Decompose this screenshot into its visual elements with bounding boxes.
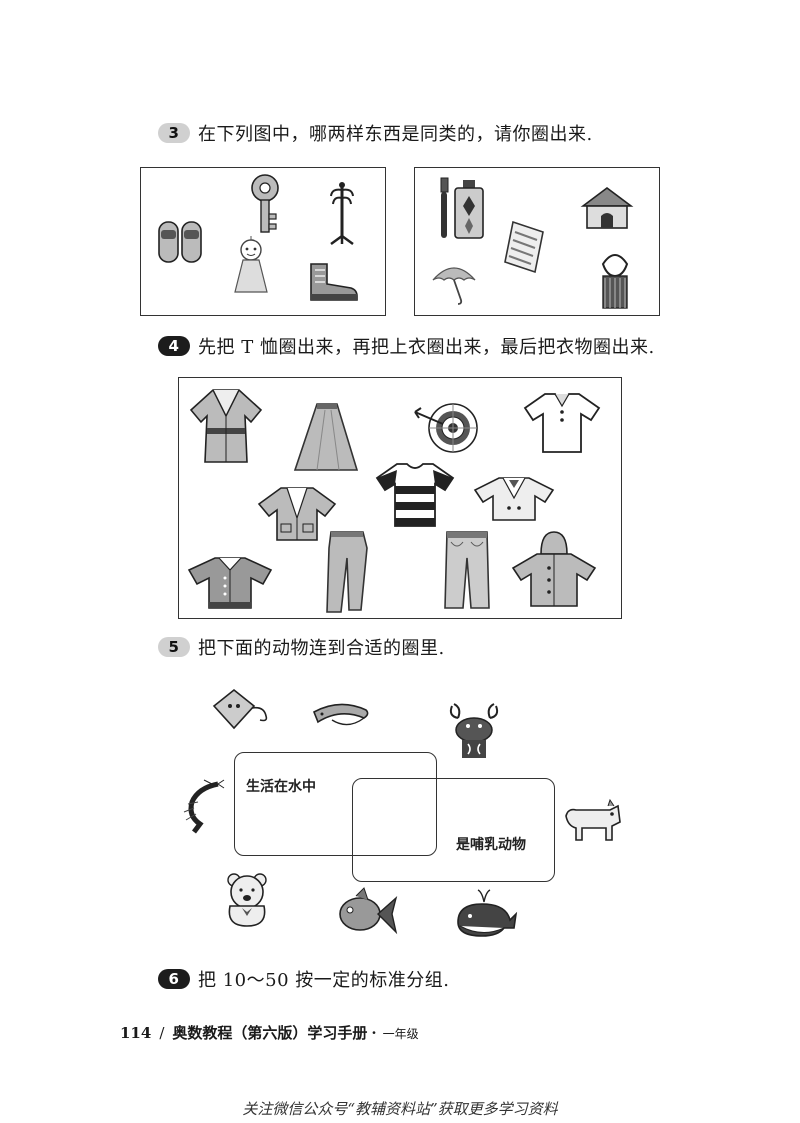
skirt-icon	[291, 402, 361, 474]
question-number-badge: 4	[158, 336, 190, 356]
tshirt-white-icon	[523, 390, 601, 456]
cardigan-icon	[257, 484, 337, 544]
wechat-notice: 关注微信公众号“教辅资料站”获取更多学习资料	[242, 1100, 558, 1118]
venn-water-label: 生活在水中	[246, 779, 316, 795]
key-icon	[247, 174, 283, 236]
newspaper-icon	[503, 218, 547, 274]
question-3: 3 在下列图中，哪两样东西是同类的，请你圈出来.	[158, 120, 593, 146]
venn-mammal-label: 是哺乳动物	[456, 837, 526, 853]
crab-icon	[446, 700, 502, 760]
question-number-badge: 3	[158, 123, 190, 143]
flared-pants-icon	[317, 528, 377, 614]
toothbrush-icon	[437, 177, 451, 240]
sunny-doll-icon	[231, 236, 271, 296]
eel-icon	[312, 700, 370, 734]
question-4: 4 先把 T 恤圈出来，再把上衣圈出来，最后把衣物圈出来.	[158, 333, 655, 359]
footer-divider: /	[159, 1024, 165, 1042]
question-6: 6 把 10～50 按一定的标准分组.	[158, 966, 449, 992]
shrimp-icon	[178, 778, 226, 836]
dartboard-icon	[413, 398, 485, 454]
striped-polo-icon	[375, 460, 455, 530]
clothing-box	[178, 377, 622, 619]
question-number-badge: 5	[158, 637, 190, 657]
question-text: 在下列图中，哪两样东西是同类的，请你圈出来.	[198, 124, 593, 145]
scarf-icon	[595, 248, 635, 312]
picture-box-left	[140, 167, 386, 316]
dog-icon	[562, 796, 624, 846]
question-text: 把 10～50 按一定的标准分组.	[198, 970, 450, 991]
bear-icon	[220, 872, 274, 928]
page-footer: 114 / 奥数教程（第六版）学习手册 · 一年级	[120, 1022, 419, 1043]
umbrella-icon	[431, 260, 477, 306]
picture-box-right	[414, 167, 660, 316]
slippers-icon	[157, 220, 203, 266]
question-text: 先把 T 恤圈出来，再把上衣圈出来，最后把衣物圈出来.	[198, 337, 655, 358]
hooded-raincoat-icon	[511, 528, 597, 610]
question-number-badge: 6	[158, 969, 190, 989]
jeans-icon	[441, 528, 493, 612]
varsity-jacket-icon	[187, 554, 273, 610]
grade-label: 一年级	[382, 1027, 419, 1041]
toothpaste-icon	[453, 180, 485, 240]
goldfish-icon	[336, 886, 398, 942]
venn-water-box	[234, 752, 437, 856]
doghouse-icon	[579, 184, 635, 232]
trench-coat-icon	[187, 386, 265, 466]
question-text: 把下面的动物连到合适的圈里.	[198, 638, 445, 659]
venn-mammal-box	[352, 778, 555, 882]
stingray-icon	[210, 686, 272, 732]
book-title: 奥数教程（第六版）学习手册	[172, 1024, 368, 1042]
footer-dot: ·	[371, 1024, 377, 1042]
question-5: 5 把下面的动物连到合适的圈里.	[158, 634, 445, 660]
whale-icon	[454, 888, 518, 940]
suit-jacket-icon	[473, 474, 555, 522]
coat-rack-icon	[327, 180, 357, 246]
page-number: 114	[120, 1024, 152, 1042]
boot-icon	[305, 260, 361, 304]
